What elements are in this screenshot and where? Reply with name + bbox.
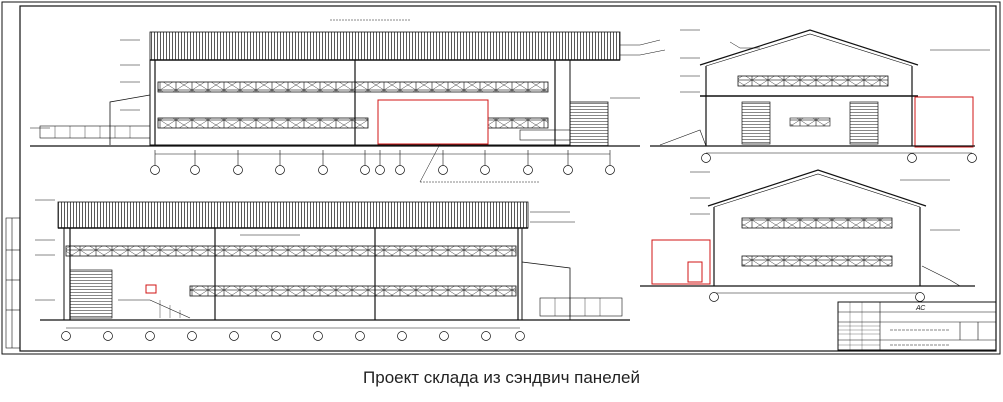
elevation-1-grid-axes xyxy=(150,165,615,175)
section-1 xyxy=(650,29,990,163)
section-2 xyxy=(640,169,975,302)
elevation-2 xyxy=(35,199,630,341)
elevation-1 xyxy=(30,19,666,183)
elevation-2-red-marker xyxy=(145,284,157,294)
title-block xyxy=(837,301,997,351)
elevation-1-door xyxy=(569,101,609,147)
section-2-red-frame xyxy=(651,239,711,285)
elevation-1-wall xyxy=(149,59,571,146)
sheet-frame xyxy=(1,1,1001,355)
drawing-sheet: АС xyxy=(1,1,1001,355)
page-caption: Проект склада из сэндвич панелей xyxy=(363,368,640,387)
section-1-red-frame xyxy=(914,96,974,148)
elevation-1-red-frame xyxy=(377,99,489,145)
sheet-inner-frame xyxy=(19,5,997,352)
elevation-2-roof xyxy=(57,201,529,229)
section-2-roof xyxy=(707,169,927,207)
binding-strip xyxy=(5,217,21,349)
elevation-2-lower-windows xyxy=(189,285,517,297)
elevation-1-roof xyxy=(149,31,621,61)
elevation-1-lower-windows xyxy=(157,117,369,129)
elevation-1-upper-windows xyxy=(157,81,549,93)
title-block-code: АС xyxy=(915,305,926,312)
section-1-roof xyxy=(699,29,919,66)
elevation-2-grid-axes xyxy=(61,331,525,341)
elevation-2-upper-windows xyxy=(65,245,517,257)
